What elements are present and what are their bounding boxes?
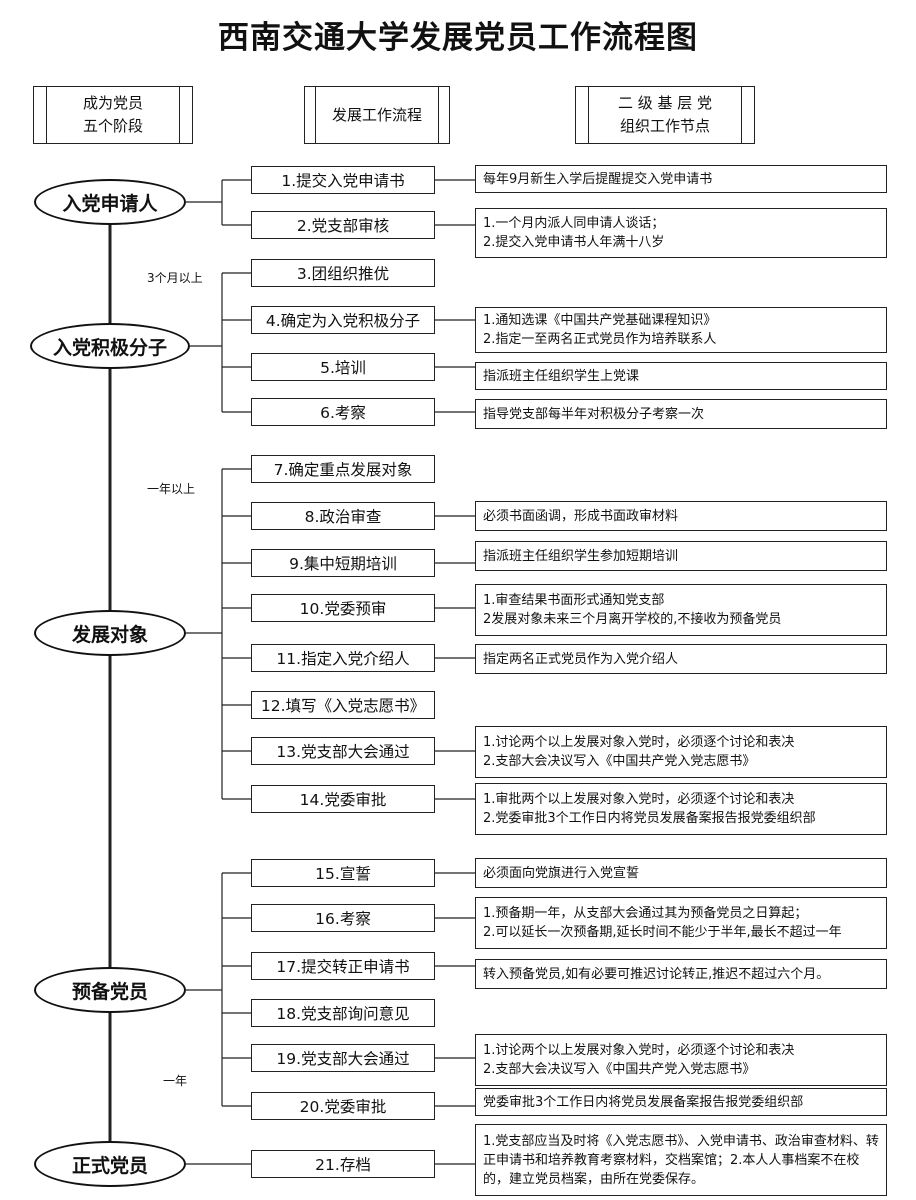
stage-oval: 正式党员 [34, 1141, 186, 1187]
stage-oval: 预备党员 [34, 967, 186, 1013]
header-bar-left [46, 87, 47, 143]
note-line: 2.支部大会决议写入《中国共产党入党志愿书》 [483, 754, 756, 769]
step-note: 指派班主任组织学生上党课 [475, 362, 887, 390]
note-line: 1.预备期一年，从支部大会通过其为预备党员之日算起； [483, 906, 808, 921]
step-note: 指派班主任组织学生参加短期培训 [475, 541, 887, 571]
header-nodes: 二 级 基 层 党 组织工作节点 [575, 86, 755, 144]
header-bar-right [179, 87, 180, 143]
step-box: 6.考察 [251, 398, 435, 426]
note-line: 1.一个月内派人同申请人谈话； [483, 216, 665, 231]
note-line: 1.讨论两个以上发展对象入党时，必须逐个讨论和表决 [483, 735, 795, 750]
step-box: 14.党委审批 [251, 785, 435, 813]
stage-oval: 入党积极分子 [30, 323, 190, 369]
step-box: 11.指定入党介绍人 [251, 644, 435, 672]
note-line: 指定两名正式党员作为入党介绍人 [483, 651, 679, 667]
note-line: 1.通知选课《中国共产党基础课程知识》 [483, 313, 717, 328]
header-bar-right [741, 87, 742, 143]
step-box: 10.党委预审 [251, 594, 435, 622]
step-box: 15.宣誓 [251, 859, 435, 887]
header-stages: 成为党员 五个阶段 [33, 86, 193, 144]
step-box: 19.党支部大会通过 [251, 1044, 435, 1072]
stage-oval: 发展对象 [34, 610, 186, 656]
header-process-label: 发展工作流程 [331, 105, 422, 124]
step-note: 党委审批3个工作日内将党员发展备案报告报党委组织部 [475, 1088, 887, 1116]
note-line: 每年9月新生入学后提醒提交入党申请书 [483, 171, 713, 187]
step-box: 4.确定为入党积极分子 [251, 306, 435, 334]
header-nodes-label: 二 级 基 层 党 组织工作节点 [617, 94, 713, 135]
step-box: 12.填写《入党志愿书》 [251, 691, 435, 719]
duration-label: 3个月以上 [147, 271, 203, 285]
step-note: 1.讨论两个以上发展对象入党时，必须逐个讨论和表决 2.支部大会决议写入《中国共产… [475, 1034, 887, 1086]
step-note: 1.预备期一年，从支部大会通过其为预备党员之日算起； 2.可以延长一次预备期,延长… [475, 897, 887, 949]
duration-label: 一年 [163, 1074, 188, 1088]
step-note: 1.一个月内派人同申请人谈话； 2.提交入党申请书人年满十八岁 [475, 208, 887, 258]
note-line: 2.可以延长一次预备期,延长时间不能少于半年,最长不超过一年 [483, 925, 842, 940]
note-line: 2.指定一至两名正式党员作为培养联系人 [483, 332, 717, 347]
note-line: 2.党委审批3个工作日内将党员发展备案报告报党委组织部 [483, 811, 816, 826]
step-note: 转入预备党员,如有必要可推迟讨论转正,推迟不超过六个月。 [475, 959, 887, 989]
step-note: 必须面向党旗进行入党宣誓 [475, 858, 887, 888]
header-bar-left [315, 87, 316, 143]
duration-label: 一年以上 [147, 482, 196, 496]
note-line: 必须书面函调，形成书面政审材料 [483, 508, 679, 524]
step-box: 18.党支部询问意见 [251, 999, 435, 1027]
step-note: 1.通知选课《中国共产党基础课程知识》 2.指定一至两名正式党员作为培养联系人 [475, 307, 887, 353]
step-note: 1.党支部应当及时将《入党志愿书》、入党申请书、政治审查材料、转正申请书和培养教… [475, 1124, 887, 1196]
step-note: 1.审查结果书面形式通知党支部 2发展对象未来三个月离开学校的,不接收为预备党员 [475, 584, 887, 636]
header-bar-left [588, 87, 589, 143]
step-box: 8.政治审查 [251, 502, 435, 530]
step-box: 2.党支部审核 [251, 211, 435, 239]
note-line: 指派班主任组织学生参加短期培训 [483, 548, 679, 564]
step-box: 3.团组织推优 [251, 259, 435, 287]
step-box: 21.存档 [251, 1150, 435, 1178]
step-box: 1.提交入党申请书 [251, 166, 435, 194]
header-stages-label: 成为党员 五个阶段 [82, 94, 143, 135]
page-title: 西南交通大学发展党员工作流程图 [218, 20, 698, 56]
step-box: 5.培训 [251, 353, 435, 381]
note-line: 1.讨论两个以上发展对象入党时，必须逐个讨论和表决 [483, 1043, 795, 1058]
step-box: 13.党支部大会通过 [251, 737, 435, 765]
note-line: 指派班主任组织学生上党课 [483, 368, 640, 384]
step-note: 指导党支部每半年对积极分子考察一次 [475, 399, 887, 429]
header-process: 发展工作流程 [304, 86, 450, 144]
note-line: 1.党支部应当及时将《入党志愿书》、入党申请书、政治审查材料、转正申请书和培养教… [483, 1133, 879, 1187]
note-line: 转入预备党员,如有必要可推迟讨论转正,推迟不超过六个月。 [483, 966, 830, 982]
note-line: 必须面向党旗进行入党宣誓 [483, 865, 640, 881]
step-box: 7.确定重点发展对象 [251, 455, 435, 483]
step-box: 20.党委审批 [251, 1092, 435, 1120]
step-note: 指定两名正式党员作为入党介绍人 [475, 644, 887, 674]
note-line: 党委审批3个工作日内将党员发展备案报告报党委组织部 [483, 1094, 804, 1110]
note-line: 2.支部大会决议写入《中国共产党入党志愿书》 [483, 1062, 756, 1077]
note-line: 1.审查结果书面形式通知党支部 [483, 593, 665, 608]
step-note: 1.讨论两个以上发展对象入党时，必须逐个讨论和表决 2.支部大会决议写入《中国共产… [475, 726, 887, 778]
step-note: 每年9月新生入学后提醒提交入党申请书 [475, 165, 887, 193]
note-line: 指导党支部每半年对积极分子考察一次 [483, 406, 705, 422]
stage-oval: 入党申请人 [34, 179, 186, 225]
step-note: 必须书面函调，形成书面政审材料 [475, 501, 887, 531]
header-bar-right [438, 87, 439, 143]
step-box: 9.集中短期培训 [251, 549, 435, 577]
note-line: 2.提交入党申请书人年满十八岁 [483, 235, 665, 250]
step-box: 16.考察 [251, 904, 435, 932]
step-box: 17.提交转正申请书 [251, 952, 435, 980]
note-line: 2发展对象未来三个月离开学校的,不接收为预备党员 [483, 612, 782, 627]
step-note: 1.审批两个以上发展对象入党时，必须逐个讨论和表决 2.党委审批3个工作日内将党员… [475, 783, 887, 835]
note-line: 1.审批两个以上发展对象入党时，必须逐个讨论和表决 [483, 792, 795, 807]
